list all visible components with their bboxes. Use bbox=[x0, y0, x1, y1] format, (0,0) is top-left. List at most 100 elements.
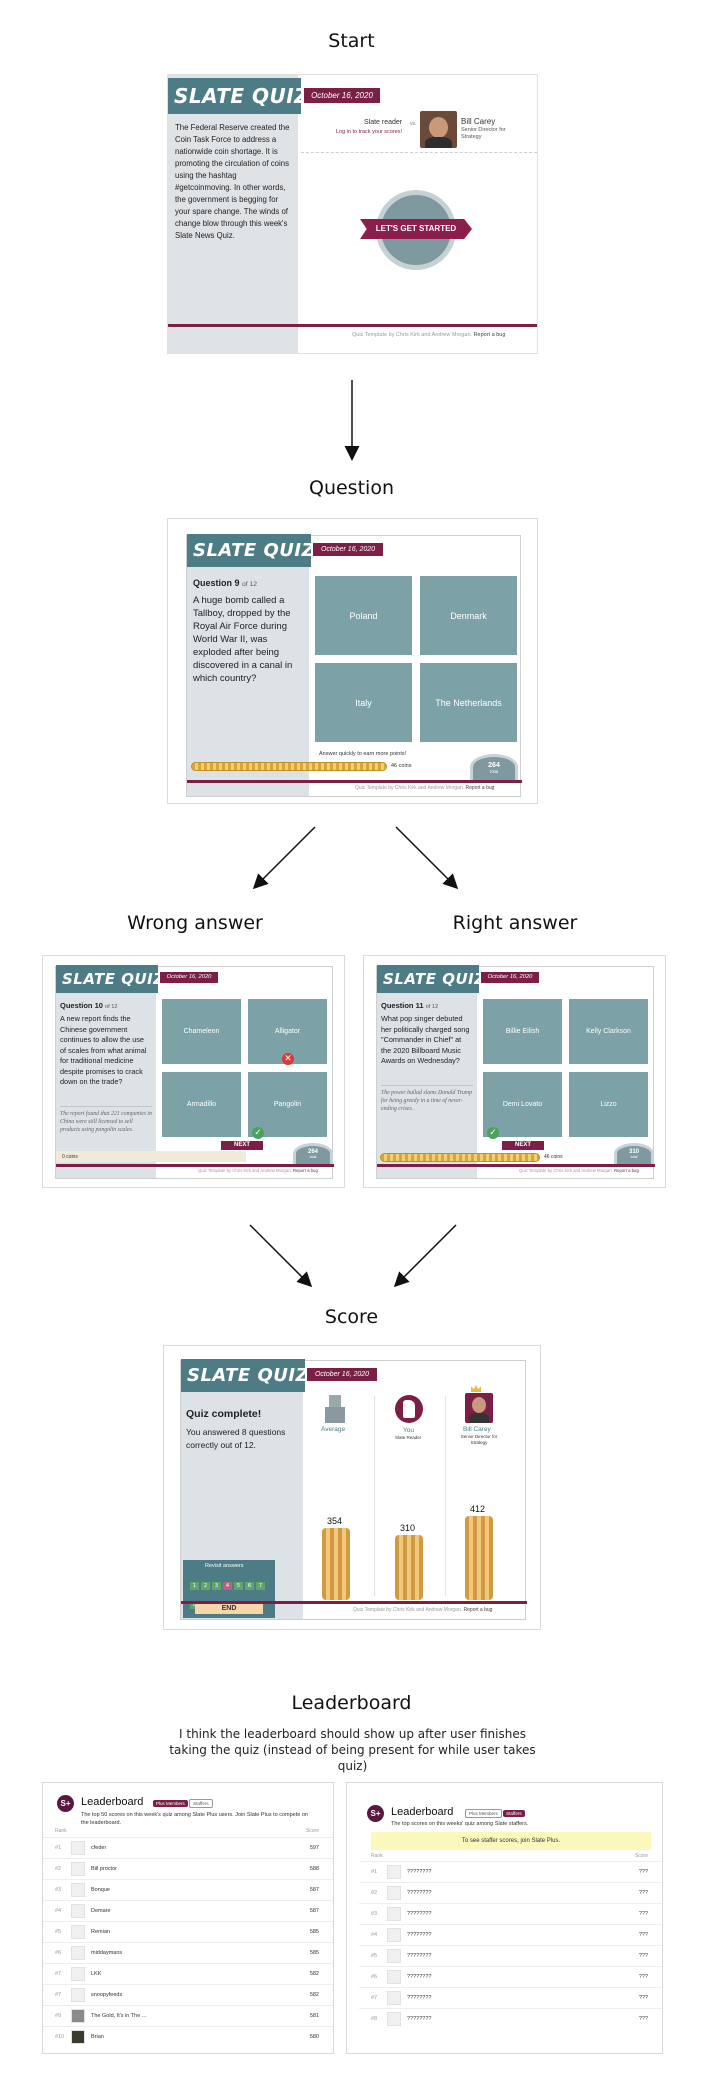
quiz-footer: Quiz Template by Chris Kirk and Andrew M… bbox=[352, 332, 506, 338]
quiz-date: October 16, 2020 bbox=[160, 972, 218, 983]
arrow-right-to-score bbox=[393, 1224, 457, 1288]
arrow-question-to-wrong bbox=[252, 826, 316, 890]
name-cell: Bill proctor bbox=[91, 1866, 117, 1872]
avatar bbox=[71, 1904, 85, 1918]
quiz-logo: SLATE QUIZ bbox=[187, 534, 315, 567]
quiz-complete-title: Quiz complete! bbox=[186, 1408, 262, 1420]
you-label: You bbox=[403, 1427, 414, 1434]
avatar bbox=[387, 1865, 401, 1879]
rank-cell: #4 bbox=[371, 1932, 378, 1938]
reader-label: Slate reader bbox=[364, 119, 403, 126]
score-cell: 587 bbox=[309, 1908, 319, 1914]
lets-get-started-button[interactable]: LET'S GET STARTED bbox=[360, 219, 472, 239]
report-bug-link[interactable]: Report a bug bbox=[613, 1168, 639, 1173]
leaderboard-heading: Leaderboard bbox=[291, 1692, 412, 1714]
revisit-answer-6[interactable]: 6 bbox=[245, 1582, 254, 1590]
avatar bbox=[387, 1886, 401, 1900]
name-cell: ???????? bbox=[407, 1890, 432, 1896]
opponent-avatar bbox=[465, 1393, 493, 1423]
revisit-answer-7[interactable]: 7 bbox=[256, 1582, 265, 1590]
rank-cell: #7 bbox=[371, 1995, 378, 2001]
table-row: #3??????????? bbox=[359, 1903, 662, 1925]
score-summary: You answered 8 questions correctly out o… bbox=[186, 1427, 286, 1450]
answer-armadillo[interactable]: Armadillo bbox=[162, 1072, 241, 1137]
name-cell: The Gold, It's in The ... bbox=[91, 2013, 147, 2019]
coin-bar bbox=[380, 1153, 540, 1162]
report-bug-link[interactable]: Report a bug bbox=[465, 785, 495, 791]
note-divider bbox=[381, 1085, 473, 1086]
score-cell: 581 bbox=[309, 2013, 319, 2019]
revisit-answer-4[interactable]: 4 bbox=[223, 1582, 232, 1590]
answer-billie-eilish[interactable]: Billie Eilish bbox=[483, 999, 562, 1064]
avatar bbox=[71, 1988, 85, 2002]
revisit-answer-5[interactable]: 5 bbox=[234, 1582, 243, 1590]
tab-plus-members[interactable]: Plus Members bbox=[465, 1809, 502, 1818]
revisit-answer-3[interactable]: 3 bbox=[212, 1582, 221, 1590]
avatar bbox=[387, 1907, 401, 1921]
avatar bbox=[71, 1841, 85, 1855]
revisit-answer-1[interactable]: 1 bbox=[190, 1582, 199, 1590]
answer-poland[interactable]: Poland bbox=[315, 576, 412, 655]
leaderboard-tabs: Plus Members Staffers bbox=[465, 1809, 525, 1818]
name-cell: Remian bbox=[91, 1929, 110, 1935]
question-sidebar bbox=[377, 967, 477, 1178]
tab-staffers[interactable]: Staffers bbox=[189, 1799, 213, 1808]
crown-icon bbox=[471, 1385, 481, 1392]
report-bug-link[interactable]: Report a bug bbox=[463, 1607, 493, 1613]
answer-kelly-clarkson[interactable]: Kelly Clarkson bbox=[569, 999, 648, 1064]
revisit-answer-8[interactable]: 8 bbox=[190, 1601, 199, 1609]
report-bug-link[interactable]: Report a bug bbox=[292, 1168, 318, 1173]
tab-staffers[interactable]: Staffers bbox=[503, 1810, 525, 1817]
score-cell: ??? bbox=[638, 1890, 648, 1896]
answer-the-netherlands[interactable]: The Netherlands bbox=[420, 663, 517, 742]
note-divider bbox=[60, 1106, 152, 1107]
divider bbox=[301, 152, 537, 153]
score-cell: 585 bbox=[309, 1950, 319, 1956]
name-cell: Demare bbox=[91, 1908, 111, 1914]
answer-chameleon[interactable]: Chameleon bbox=[162, 999, 241, 1064]
name-cell: snoopyfeeds bbox=[91, 1992, 123, 1998]
next-button[interactable]: NEXT bbox=[221, 1141, 263, 1150]
name-cell: ???????? bbox=[407, 1974, 432, 1980]
score-cell: ??? bbox=[638, 1932, 648, 1938]
bottom-bar bbox=[187, 780, 522, 783]
answer-demi-lovato[interactable]: Demi Lovato bbox=[483, 1072, 562, 1137]
average-coin-stack bbox=[322, 1528, 350, 1600]
next-button[interactable]: NEXT bbox=[502, 1141, 544, 1150]
avatar bbox=[71, 2030, 85, 2044]
avatar bbox=[71, 1967, 85, 1981]
leaderboard-description: The top 50 scores on this week's quiz am… bbox=[81, 1812, 308, 1826]
answer-italy[interactable]: Italy bbox=[315, 663, 412, 742]
end-button[interactable]: END bbox=[195, 1603, 263, 1614]
opponent-coin-stack bbox=[465, 1516, 493, 1600]
answer-pangolin[interactable]: Pangolin bbox=[248, 1072, 327, 1137]
vs-label: vs. bbox=[410, 121, 417, 127]
rank-cell: #3 bbox=[55, 1887, 62, 1893]
report-bug-link[interactable]: Report a bug bbox=[473, 332, 506, 338]
login-prompt[interactable]: Log in to track your scores! bbox=[336, 129, 403, 135]
opponent-avatar bbox=[420, 111, 457, 148]
answer-lizzo[interactable]: Lizzo bbox=[569, 1072, 648, 1137]
start-intro: The Federal Reserve created the Coin Tas… bbox=[175, 123, 290, 240]
quiz-footer: Quiz Template by Chris Kirk and Andrew M… bbox=[353, 1607, 493, 1613]
join-notice: To see staffer scores, join Slate Plus. bbox=[371, 1832, 651, 1850]
rank-cell: #9 bbox=[55, 2013, 62, 2019]
score-cell: 585 bbox=[309, 1929, 319, 1935]
tab-plus-members[interactable]: Plus Members bbox=[153, 1800, 188, 1807]
rank-cell: #5 bbox=[55, 1929, 62, 1935]
flow-arrows bbox=[249, 380, 459, 1288]
score-cell: 582 bbox=[309, 1992, 319, 1998]
question-text: A new report finds the Chinese governmen… bbox=[60, 1014, 147, 1086]
question-sidebar bbox=[187, 536, 309, 796]
right-answer-heading: Right answer bbox=[452, 912, 578, 934]
wrong-answer-heading: Wrong answer bbox=[127, 912, 263, 934]
answer-denmark[interactable]: Denmark bbox=[420, 576, 517, 655]
speed-hint: Answer quickly to earn more points! bbox=[319, 751, 407, 757]
rank-cell: #1 bbox=[371, 1869, 378, 1875]
revisit-answer-2[interactable]: 2 bbox=[201, 1582, 210, 1590]
coin-bar bbox=[191, 762, 387, 771]
